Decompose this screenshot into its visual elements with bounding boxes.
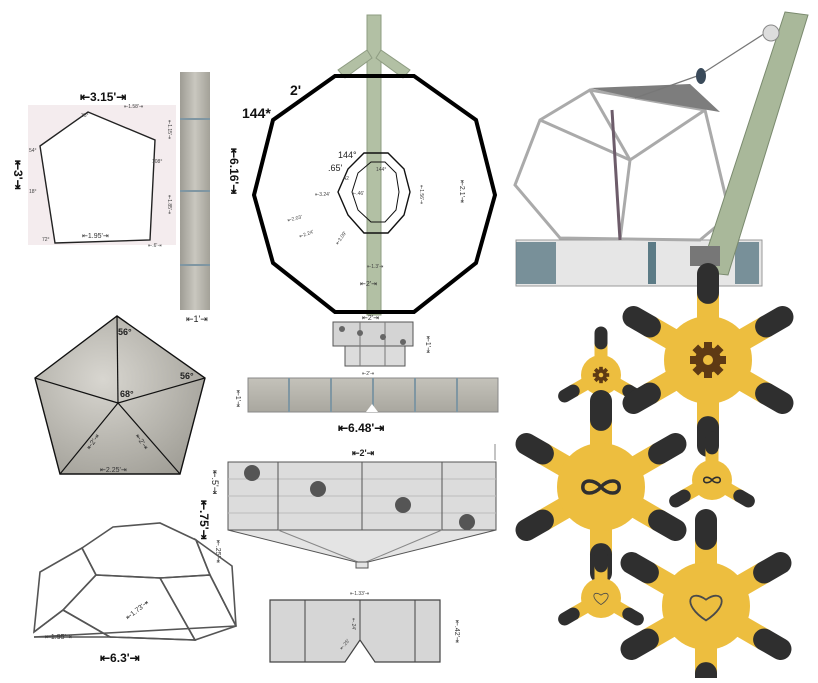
gear-arm-tip <box>753 628 792 660</box>
decagon-d2: ⇤2.03' <box>287 214 303 224</box>
decagon-d4: ⇤3.09' <box>335 230 348 246</box>
pentagon-triangles: 56° 56° 68° ⇤2'⇥ ⇤2'⇥ ⇤2.25'⇥ <box>34 315 206 475</box>
wireframe-frame <box>33 522 238 641</box>
decagon-d5: ⇤.46' <box>352 191 364 197</box>
decagon-inner-angle: 144° <box>338 150 357 160</box>
gear-arm-tip <box>558 384 580 403</box>
decagon-plan: 2' 144* 144° .65' 144° .42 ⇤2.1'⇥ ⇤1.56'… <box>242 14 498 316</box>
gear-icons <box>515 263 794 683</box>
frame-edge-a: ⇤1.95'⇥ <box>45 634 72 641</box>
gear-arm-tip <box>753 552 792 584</box>
heart-icon <box>689 594 723 622</box>
long-panel: ⇤1'⇥ ⇤6.48'⇥ <box>234 377 499 435</box>
small-gear-heart <box>558 549 644 626</box>
tri-angle-right: 56° <box>180 371 194 381</box>
pentagon-angle-bottom-left: 72° <box>42 237 50 243</box>
pentagon-top-width: ⇤3.15'⇥ <box>80 90 126 104</box>
infinity-icon <box>581 479 621 495</box>
gear-arm-tip <box>648 433 687 465</box>
funnel-height-mid: ⇤.75'⇥ <box>197 500 211 540</box>
gear-arm-tip <box>515 509 554 541</box>
gear-hub <box>662 562 750 650</box>
gear-arm-tip <box>620 628 659 660</box>
gear-hub <box>581 578 621 618</box>
strip-height: ⇤6.16'⇥ <box>227 148 241 194</box>
small-box-top: ⇤2'⇥ <box>362 315 379 322</box>
gear-arm-tip <box>755 382 794 414</box>
tri-angle-center: 68° <box>120 389 134 399</box>
gear-arm-tip <box>622 607 644 626</box>
long-panel-width: ⇤6.48'⇥ <box>338 421 384 435</box>
large-gear-heart <box>620 509 792 683</box>
pentagon-angle-left: 54° <box>29 148 37 154</box>
gear-arm-tip <box>622 306 661 338</box>
small-box-side: ⇤1'⇥ <box>424 336 431 353</box>
small-gear-infinity <box>669 431 755 508</box>
gear-arm-tip <box>648 509 687 541</box>
pentagon-top-half: ⇤1.58'⇥ <box>124 104 143 110</box>
panel-strip: ⇤6.16'⇥ ⇤1'⇥ <box>180 72 241 324</box>
decagon-radius: ⇤2.1'⇥ <box>458 180 465 203</box>
pentagon-angle-left-low: 18° <box>29 189 37 195</box>
infinity-icon <box>702 476 722 484</box>
bottom-panel-side: ⇤.42'⇥ <box>453 620 460 643</box>
strip-width: ⇤1'⇥ <box>186 314 208 324</box>
decagon-inner-small: 144° <box>376 167 386 173</box>
pentagon-bottom-width: ⇤1.95'⇥ <box>82 233 109 240</box>
decagon-d3: ⇤2.24' <box>299 229 315 240</box>
decagon-angle: 144* <box>242 105 271 121</box>
large-gear-infinity <box>515 390 687 584</box>
gear-arm-tip <box>620 552 659 584</box>
frame-width: ⇤6.3'⇥ <box>100 651 140 665</box>
decagon-inner-side: .65' <box>328 163 343 173</box>
decagon-inner-small-side: .42 <box>342 176 349 182</box>
tri-base: ⇤2.25'⇥ <box>100 467 127 474</box>
decagon-bottom: ⇤2'⇥ <box>360 281 377 288</box>
decagon-inner-radius: ⇤1.56'⇥ <box>418 185 424 204</box>
pentagon-side-upper: ⇤1.15'⇥ <box>166 120 172 139</box>
gear-arm-tip <box>622 382 661 414</box>
bottom-panel: ⇤1.33'⇥ ⇤.42'⇥ ⇤.24' ⇤.25' <box>269 591 460 663</box>
decagon-side: 2' <box>290 82 301 98</box>
pentagon-side-lower: ⇤1.85'⇥ <box>166 195 172 214</box>
pentagon-height: ⇤3'⇥ <box>11 160 25 190</box>
gear-arm-tip <box>755 306 794 338</box>
funnel-height-lower: ⇤.25'⇥ <box>214 540 221 563</box>
small-box-bottom: ⇤2'⇥ <box>362 371 374 377</box>
funnel-top: ⇤2'⇥ <box>352 448 375 458</box>
large-gear-gear <box>622 263 794 457</box>
render-structure <box>513 11 809 287</box>
small-box: ⇤2'⇥ ⇤1'⇥ ⇤2'⇥ <box>332 315 431 377</box>
funnel-panel: ⇤2'⇥ ⇤.5'⇥ ⇤.75'⇥ ⇤.25'⇥ <box>197 444 497 569</box>
bottom-panel-top: ⇤1.33'⇥ <box>350 591 369 597</box>
pentagon-angle-top: 36° <box>81 113 89 119</box>
pentagon-angle-right: 108° <box>152 159 162 165</box>
flat-pentagon: ⇤3.15'⇥ ⇤1.58'⇥ ⇤3'⇥ ⇤1.15'⇥ ⇤1.85'⇥ ⇤1.… <box>11 90 176 249</box>
tri-angle-top: 56° <box>118 327 132 337</box>
gear-icon <box>690 342 726 378</box>
pentagon-corner-depth: ⇤.6'⇥ <box>148 243 162 249</box>
heart-icon <box>593 592 609 606</box>
gear-arm-tip <box>669 489 691 508</box>
small-gear-gear <box>558 326 644 403</box>
frame-edge-b: ⇤1.73'⇥ <box>125 600 150 622</box>
funnel-height-upper: ⇤.5'⇥ <box>210 470 220 495</box>
gear-icon <box>592 366 610 384</box>
decagon-d6: ⇤1.3'⇥ <box>367 264 383 270</box>
long-panel-height: ⇤1'⇥ <box>234 390 241 407</box>
gear-arm-tip <box>558 607 580 626</box>
gear-arm-tip <box>733 489 755 508</box>
gear-arm-tip <box>515 433 554 465</box>
decagon-d1: ⇤3.24' <box>315 192 330 198</box>
bottom-panel-center: ⇤.24' <box>350 618 356 630</box>
